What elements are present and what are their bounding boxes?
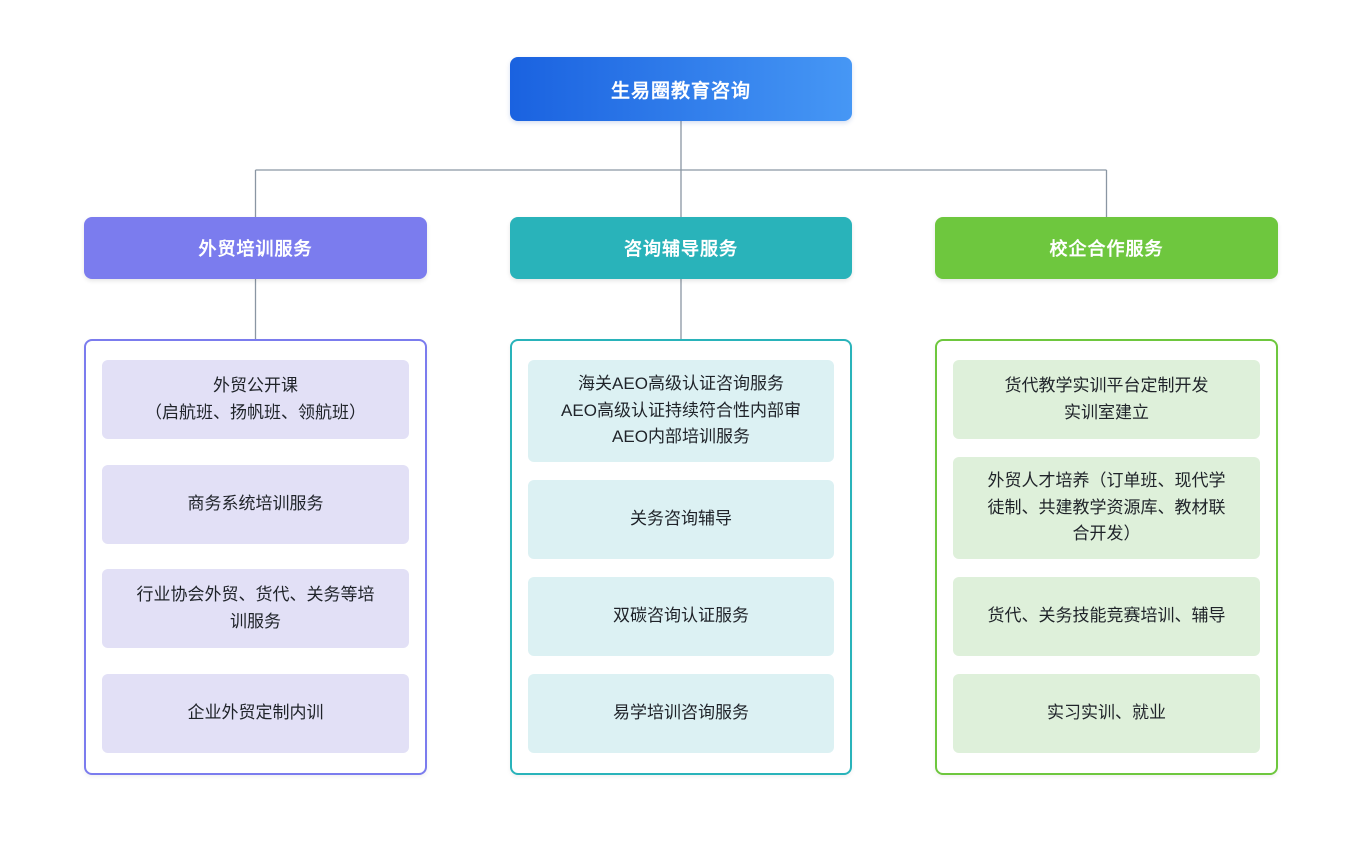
leaf-node-association-training: 行业协会外贸、货代、关务等培 训服务 (102, 569, 409, 649)
root-node: 生易圈教育咨询 (510, 57, 852, 121)
leaf-node-custom-internal-training: 企业外贸定制内训 (102, 673, 409, 753)
leaf-node-aeo-services: 海关AEO高级认证咨询服务 AEO高级认证持续符合性内部审 AEO内部培训服务 (528, 360, 834, 462)
leaf-node-training-platform: 货代教学实训平台定制开发 实训室建立 (953, 360, 1260, 439)
branch-header-consulting-coaching: 咨询辅导服务 (510, 217, 852, 279)
branch-group-school-enterprise: 货代教学实训平台定制开发 实训室建立 外贸人才培养（订单班、现代学 徒制、共建教… (935, 339, 1278, 775)
branch-header-school-enterprise: 校企合作服务 (935, 217, 1278, 279)
leaf-node-internship-employment: 实习实训、就业 (953, 674, 1260, 753)
leaf-node-open-course: 外贸公开课 （启航班、扬帆班、领航班） (102, 360, 409, 439)
leaf-node-yixue-training: 易学培训咨询服务 (528, 674, 834, 753)
leaf-node-talent-cultivation: 外贸人才培养（订单班、现代学 徒制、共建教学资源库、教材联 合开发） (953, 457, 1260, 559)
leaf-node-skills-competition: 货代、关务技能竞赛培训、辅导 (953, 577, 1260, 656)
leaf-node-customs-consulting: 关务咨询辅导 (528, 480, 834, 559)
leaf-node-dual-carbon: 双碳咨询认证服务 (528, 577, 834, 656)
branch-group-consulting-coaching: 海关AEO高级认证咨询服务 AEO高级认证持续符合性内部审 AEO内部培训服务 … (510, 339, 852, 775)
leaf-node-business-system-training: 商务系统培训服务 (102, 464, 409, 544)
branch-group-foreign-trade-training: 外贸公开课 （启航班、扬帆班、领航班） 商务系统培训服务 行业协会外贸、货代、关… (84, 339, 427, 775)
branch-header-foreign-trade-training: 外贸培训服务 (84, 217, 427, 279)
